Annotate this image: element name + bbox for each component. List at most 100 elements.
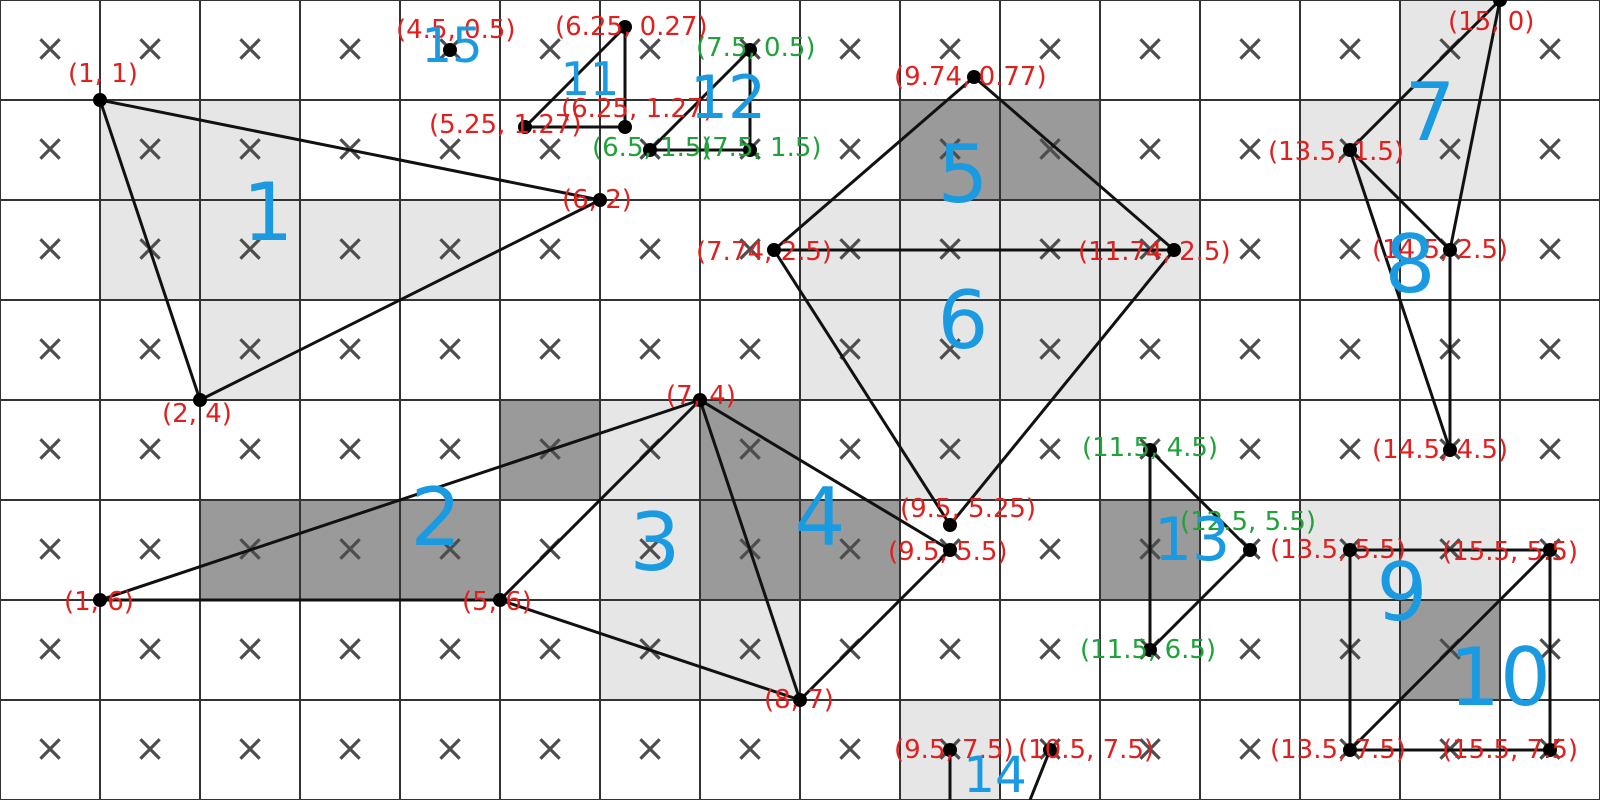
shape-edge: [199, 198, 601, 402]
cell-x-mark: ×: [534, 126, 566, 170]
cell-x-mark: ×: [434, 626, 466, 670]
cell-x-mark: ×: [1534, 126, 1566, 170]
coordinate-label: (1, 6): [64, 587, 134, 617]
cell-x-mark: ×: [234, 526, 266, 570]
cell-x-mark: ×: [934, 226, 966, 270]
vertex-point: [1167, 243, 1181, 257]
shape-edge: [1148, 448, 1252, 552]
cell-x-mark: ×: [1134, 726, 1166, 770]
light-shaded-cell: [1000, 300, 1100, 400]
dark-shaded-cell: [400, 500, 500, 600]
coordinate-label: (6.25, 1.27): [561, 94, 714, 124]
shape-number: 4: [795, 471, 846, 564]
cell-x-mark: ×: [1234, 726, 1266, 770]
cell-x-mark: ×: [534, 326, 566, 370]
vertex-point: [193, 393, 207, 407]
cell-x-mark: ×: [1334, 426, 1366, 470]
vertex-point: [743, 43, 757, 57]
cell-x-mark: ×: [234, 26, 266, 70]
coordinate-label: (5, 6): [462, 587, 532, 617]
light-shaded-cell: [200, 100, 300, 200]
cell-x-mark: ×: [1434, 126, 1466, 170]
cell-x-mark: ×: [34, 126, 66, 170]
shape-number: 13: [1154, 505, 1230, 575]
cell-x-mark: ×: [834, 26, 866, 70]
cell-x-mark: ×: [634, 526, 666, 570]
cell-x-mark: ×: [1234, 126, 1266, 170]
shape-edge: [773, 75, 975, 252]
coordinate-label: (13.5, 1.5): [1268, 137, 1404, 167]
cell-x-mark: ×: [1134, 126, 1166, 170]
shape-number: 1: [243, 166, 294, 259]
cell-x-mark: ×: [134, 326, 166, 370]
cell-x-mark: ×: [1134, 26, 1166, 70]
light-shaded-cell: [300, 200, 400, 300]
vertex-point: [943, 543, 957, 557]
shape-edge: [948, 249, 1176, 526]
cell-x-mark: ×: [1434, 526, 1466, 570]
shape-edge: [1348, 0, 1502, 152]
vertex-point: [1343, 143, 1357, 157]
coordinate-label: (15.5, 5.5): [1442, 537, 1578, 567]
coordinate-label: (6.5, 1.5): [592, 133, 712, 163]
vertex-point: [693, 393, 707, 407]
cell-x-mark: ×: [134, 126, 166, 170]
cell-x-mark: ×: [334, 726, 366, 770]
shape-edge: [699, 398, 951, 552]
light-shaded-cell: [200, 200, 300, 300]
shape-edge: [523, 25, 627, 129]
shape-number: 15: [421, 18, 482, 74]
shape-edge: [1448, 0, 1502, 251]
cell-x-mark: ×: [1034, 626, 1066, 670]
cell-x-mark: ×: [634, 26, 666, 70]
cell-x-mark: ×: [434, 426, 466, 470]
vertex-point: [443, 43, 457, 57]
cell-x-mark: ×: [234, 626, 266, 670]
cell-x-mark: ×: [334, 426, 366, 470]
vertex-point: [943, 743, 957, 757]
cell-x-mark: ×: [1034, 26, 1066, 70]
light-shaded-cell: [400, 200, 500, 300]
shape-number: 12: [690, 63, 766, 133]
cell-x-mark: ×: [234, 326, 266, 370]
cell-x-mark: ×: [134, 626, 166, 670]
coordinate-label: (7, 4): [666, 381, 736, 411]
shape-number: 5: [938, 128, 989, 221]
coordinate-label: (5.25, 1.27): [429, 110, 582, 140]
coordinate-label: (15, 0): [1448, 7, 1534, 37]
cell-x-mark: ×: [234, 426, 266, 470]
cell-x-mark: ×: [634, 226, 666, 270]
cell-x-mark: ×: [1234, 226, 1266, 270]
shape-edge: [99, 98, 601, 202]
shape-edge: [499, 598, 801, 702]
light-shaded-cell: [900, 300, 1000, 400]
vertex-point: [1343, 743, 1357, 757]
vertex-point: [1543, 543, 1557, 557]
coordinate-label: (2, 4): [162, 399, 232, 429]
cell-x-mark: ×: [234, 726, 266, 770]
shape-edge: [772, 249, 952, 526]
cell-x-mark: ×: [334, 226, 366, 270]
dark-shaded-cell: [1000, 100, 1100, 200]
vertices: [93, 0, 1557, 757]
cell-marks: × × × × × × × × × × × × × × × × × × × × × × × × × × × × × × × × × × × × × × × ×…: [34, 26, 1566, 770]
cell-x-mark: ×: [1034, 326, 1066, 370]
cell-x-mark: ×: [734, 626, 766, 670]
cell-x-mark: ×: [1534, 226, 1566, 270]
vertex-point: [1043, 743, 1057, 757]
cell-x-mark: ×: [734, 226, 766, 270]
cell-x-mark: ×: [34, 626, 66, 670]
coordinate-label: (6.25, 0.27): [555, 12, 708, 42]
shape-edge: [1348, 149, 1452, 451]
coordinate-label: (15.5, 7.5): [1442, 735, 1578, 765]
shape-number: 2: [411, 471, 462, 564]
shape-edge: [648, 48, 752, 152]
cell-x-mark: ×: [334, 26, 366, 70]
cell-x-mark: ×: [534, 26, 566, 70]
cell-x-mark: ×: [34, 526, 66, 570]
cell-x-mark: ×: [1534, 426, 1566, 470]
vertex-point: [643, 143, 657, 157]
vertex-point: [793, 693, 807, 707]
vertex-point: [493, 593, 507, 607]
